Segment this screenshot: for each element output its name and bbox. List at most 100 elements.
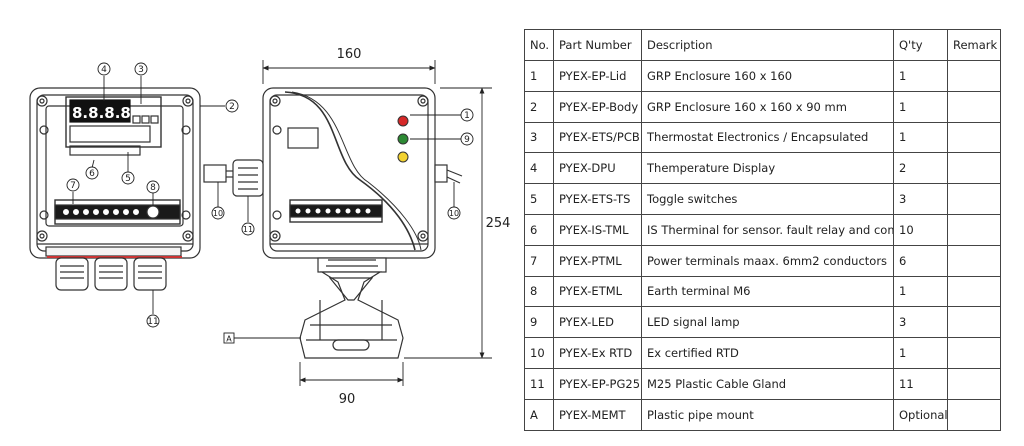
led-green xyxy=(397,133,409,145)
cell-description: Ex certified RTD xyxy=(641,337,894,369)
cell-remark xyxy=(947,213,1001,246)
cell-remark xyxy=(947,90,1001,123)
cell-part-number: PYEX-EP-PG25 xyxy=(553,367,642,400)
cell-no: 3 xyxy=(524,121,554,154)
cell-no: 11 xyxy=(524,367,554,400)
display-digits: 8.8.8.8 xyxy=(72,104,131,122)
callout-2: 2 xyxy=(229,102,235,112)
cell-qty: 1 xyxy=(893,60,948,92)
cell-qty: 2 xyxy=(893,152,948,185)
dimension-height: 254 xyxy=(486,216,511,231)
header-remark: Remark xyxy=(947,29,1001,61)
cell-no: 8 xyxy=(524,275,554,308)
cell-description: Thermostat Electronics / Encapsulated xyxy=(641,121,894,154)
cell-remark xyxy=(947,183,1001,215)
cell-qty: 3 xyxy=(893,306,948,339)
callout-7: 7 xyxy=(70,181,76,191)
cell-description: Toggle switches xyxy=(641,183,894,215)
led-yellow xyxy=(397,151,409,163)
cell-no: 10 xyxy=(524,337,554,369)
earth-terminal xyxy=(146,205,160,219)
lid-sweep xyxy=(284,91,416,251)
cell-no: A xyxy=(524,398,554,431)
callout-8: 8 xyxy=(150,183,156,193)
callout-10-left: 10 xyxy=(213,209,223,218)
cell-qty: 10 xyxy=(893,213,948,246)
callout-11-front: 11 xyxy=(147,317,158,327)
front-callouts xyxy=(66,62,239,328)
cell-no: 6 xyxy=(524,213,554,246)
cell-qty: 1 xyxy=(893,337,948,369)
header-qty: Q'ty xyxy=(893,29,948,61)
side-callouts xyxy=(211,108,474,236)
table-header-row: No. Part Number Description Q'ty Remark xyxy=(524,29,1001,61)
cell-no: 9 xyxy=(524,306,554,339)
cell-remark xyxy=(947,244,1001,277)
cell-remark xyxy=(947,306,1001,339)
callout-4: 4 xyxy=(101,65,107,75)
cell-remark xyxy=(947,398,1001,431)
cell-qty: 1 xyxy=(893,275,948,308)
cell-remark xyxy=(947,121,1001,154)
callout-9: 9 xyxy=(464,135,470,145)
is-terminal-strip xyxy=(69,145,141,156)
cell-description: IS Therminal for sensor. fault relay and… xyxy=(641,213,894,246)
dimension-lines xyxy=(262,60,492,386)
cell-qty: 1 xyxy=(893,90,948,123)
callout-3: 3 xyxy=(138,65,144,75)
side-view xyxy=(203,87,463,359)
dimension-width: 160 xyxy=(337,47,362,62)
mount-label: A xyxy=(223,332,301,344)
cell-remark xyxy=(947,367,1001,400)
led-red xyxy=(397,115,409,127)
enclosure-drawing: 8.8.8.8 4 3 2 6 5 7 8 11 xyxy=(29,47,511,407)
cell-remark xyxy=(947,152,1001,185)
cell-part-number: PYEX-DPU xyxy=(553,152,642,185)
rtd-right xyxy=(434,164,448,183)
cell-part-number: PYEX-Ex RTD xyxy=(553,337,642,369)
cell-no: 4 xyxy=(524,152,554,185)
mount-label-text: A xyxy=(226,335,232,344)
cell-no: 7 xyxy=(524,244,554,277)
cell-description: Earth terminal M6 xyxy=(641,275,894,308)
side-terminal-screws xyxy=(295,208,371,214)
cell-no: 5 xyxy=(524,183,554,215)
cell-description: GRP Enclosure 160 x 160 x 90 mm xyxy=(641,90,894,123)
side-gland-left xyxy=(232,159,264,197)
cell-part-number: PYEX-PTML xyxy=(553,244,642,277)
cell-part-number: PYEX-ETML xyxy=(553,275,642,308)
temperature-display xyxy=(65,96,162,148)
cell-no: 2 xyxy=(524,90,554,123)
cell-qty: 11 xyxy=(893,367,948,400)
cell-no: 1 xyxy=(524,60,554,92)
cell-part-number: PYEX-ETS/PCB xyxy=(553,121,642,154)
display-screen xyxy=(69,99,131,123)
cell-description: Themperature Display xyxy=(641,152,894,185)
cell-part-number: PYEX-IS-TML xyxy=(553,213,642,246)
cell-part-number: PYEX-ETS-TS xyxy=(553,183,642,215)
cell-part-number: PYEX-MEMT xyxy=(553,398,642,431)
cell-qty: 3 xyxy=(893,183,948,215)
callout-11-side: 11 xyxy=(243,225,253,234)
cell-part-number: PYEX-LED xyxy=(553,306,642,339)
cell-description: M25 Plastic Cable Gland xyxy=(641,367,894,400)
cell-qty: 1 xyxy=(893,121,948,154)
cell-qty: 6 xyxy=(893,244,948,277)
rtd-left xyxy=(203,164,227,183)
cell-description: Power terminals maax. 6mm2 conductors xyxy=(641,244,894,277)
callout-5: 5 xyxy=(125,174,131,184)
dimension-base: 90 xyxy=(339,392,356,407)
callout-1: 1 xyxy=(464,111,470,121)
